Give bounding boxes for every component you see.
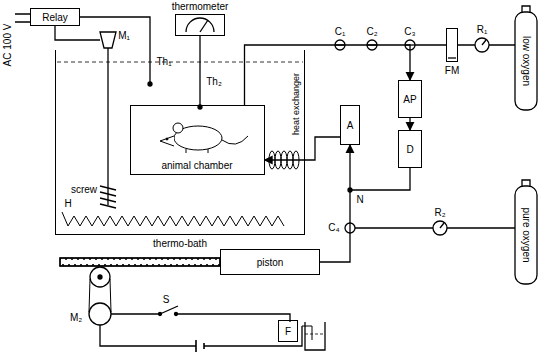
battery-symbol (196, 340, 204, 352)
liquid-level (305, 334, 325, 335)
regulator-needle (482, 40, 486, 45)
water-line (57, 62, 303, 63)
flowmeter: FM (446, 28, 458, 62)
rack-outline (60, 258, 220, 266)
gas-cylinder (515, 186, 537, 284)
heater-coil (62, 212, 284, 226)
gas-pipe (409, 118, 410, 130)
electrode (302, 326, 312, 340)
node-text: D (406, 144, 413, 155)
cock-valve (345, 223, 355, 233)
node-text: Relay (42, 12, 68, 23)
unit-box: AP (398, 80, 422, 118)
node-text: FM (445, 65, 459, 76)
unit-box: D (398, 130, 422, 168)
node-text: thermometer (172, 1, 229, 12)
part-label: pure oxygen (521, 207, 531, 262)
cylinder-valve (522, 6, 530, 12)
node-text: animal chamber (161, 160, 232, 171)
part-label: C₁ (335, 27, 346, 37)
bath-tank: thermo-bathanimal chamber (55, 50, 305, 235)
thermistor-probe (148, 82, 152, 86)
part-label: Th₁ (156, 57, 171, 67)
animal-chamber: animal chamber (130, 105, 265, 175)
screw-blade (100, 186, 116, 208)
switch-contact (159, 313, 162, 316)
meter-box: thermometer (175, 14, 225, 36)
cock-valve (349, 223, 350, 233)
part-label: C₂ (366, 27, 377, 37)
relay-wire (55, 26, 100, 40)
cylinder-valve (522, 180, 530, 186)
part-label: R₁ (477, 25, 488, 35)
unit-box: A (340, 105, 360, 145)
gas-pipe (265, 137, 341, 160)
piston-motor (89, 303, 111, 325)
flowmeter-float (448, 57, 456, 58)
node-text: F (285, 326, 291, 337)
part-label: M₁ (118, 31, 130, 41)
meter-dial (186, 18, 214, 32)
part-label: AC 100 V (3, 24, 13, 67)
part-label: N (356, 195, 363, 205)
node-text: thermo-bath (153, 238, 207, 249)
part-label: R₂ (434, 208, 445, 218)
switch-contact (175, 313, 178, 316)
float-switch: F (278, 320, 298, 342)
motor-wire (111, 306, 290, 322)
gas-cylinder (515, 12, 537, 110)
meter-needle (200, 20, 208, 32)
regulator-needle (440, 223, 444, 228)
stirrer-motor (100, 32, 116, 48)
gear-axle (98, 275, 102, 279)
part-label: H (64, 199, 71, 209)
mouse-figure (160, 123, 248, 153)
stirrer-shaft (107, 48, 108, 205)
node-text: AP (403, 94, 416, 105)
node-text: piston (257, 257, 284, 268)
gas-pipe (245, 45, 411, 105)
part-label: S (163, 295, 170, 305)
gas-pipe (415, 44, 515, 45)
pinion-gear (90, 267, 110, 287)
regulator-gauge (433, 221, 447, 235)
regulator-gauge (475, 38, 489, 52)
drive-belt (89, 279, 111, 312)
part-label: low oxygen (521, 36, 531, 86)
part-label: C₄ (328, 223, 339, 233)
node-text: A (347, 120, 354, 131)
part-label: screw (71, 185, 97, 195)
part-label: C₃ (404, 27, 415, 37)
part-label: M₂ (70, 313, 82, 323)
ac-wire (15, 14, 30, 22)
part-label: Th₂ (206, 77, 222, 87)
piston-cylinder: piston (220, 249, 320, 275)
rack (60, 258, 220, 266)
th2-wire (199, 36, 200, 105)
battery-wire (100, 325, 302, 346)
spacer (268, 320, 269, 346)
relay-box: Relay (30, 8, 80, 26)
part-label: heat exchanger (292, 73, 301, 135)
